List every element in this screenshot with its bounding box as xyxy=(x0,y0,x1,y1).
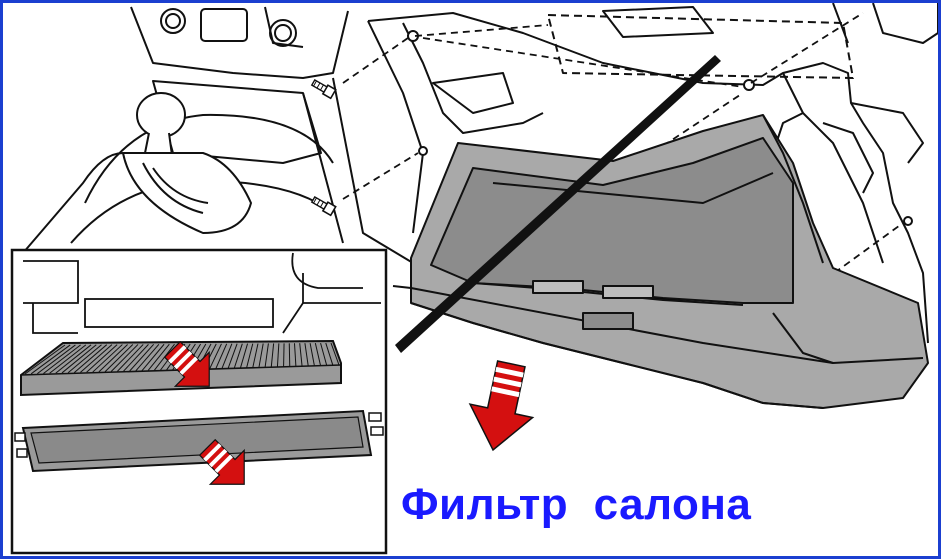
filter-pleat xyxy=(141,343,165,371)
filter-pleat xyxy=(309,343,315,366)
filter-pleat xyxy=(252,343,259,368)
filter-pleat xyxy=(215,343,228,369)
glovebox xyxy=(392,114,929,409)
filter-pleat xyxy=(233,343,243,369)
filter-pleat xyxy=(98,344,128,373)
filter-pleat xyxy=(209,343,222,369)
screws xyxy=(309,30,913,302)
filter-pleat xyxy=(240,343,249,368)
filter-pleat xyxy=(325,342,334,366)
dashboard-lineart xyxy=(22,3,938,344)
down-arrow-icon xyxy=(163,340,210,387)
filter-pleat xyxy=(129,343,155,372)
filter-pleat xyxy=(61,344,97,374)
filter-pleat xyxy=(30,344,71,375)
glovebox-removal-diagram xyxy=(10,3,938,555)
filter-pleat xyxy=(264,343,269,368)
filter-pleat xyxy=(67,344,102,374)
filter-pleat xyxy=(104,344,134,373)
filter-pleat xyxy=(43,344,81,374)
filter-pleat xyxy=(110,344,139,372)
filter-pleat xyxy=(246,343,254,368)
filter-pleat xyxy=(330,342,340,366)
filter-pleat xyxy=(80,344,113,373)
filter-pleat xyxy=(293,343,297,367)
filter-pleat xyxy=(49,344,87,374)
filter-pleat xyxy=(86,344,118,373)
filter-pleat xyxy=(147,343,170,371)
filter-pleat xyxy=(258,343,264,368)
filter-pleat xyxy=(314,343,322,366)
filter-pleat xyxy=(227,343,238,369)
filter-pleat xyxy=(55,344,92,374)
down-arrow-icon xyxy=(198,438,245,485)
filter-pleat xyxy=(37,344,76,375)
filter-pleat xyxy=(123,344,149,372)
filter-pleat xyxy=(221,343,233,369)
filter-pleat xyxy=(92,344,123,373)
filter-pleat xyxy=(24,344,66,375)
filter-pleat xyxy=(135,343,160,372)
filter-pleat xyxy=(304,343,309,366)
filter-pleat xyxy=(299,343,303,367)
filter-pleat xyxy=(73,344,108,373)
caption-title: Фильтр салона xyxy=(401,480,752,529)
down-arrow-icon xyxy=(468,360,535,452)
filter-pleat xyxy=(320,342,328,366)
filter-pleat xyxy=(116,344,144,372)
filter-pleat xyxy=(276,343,280,367)
filter-inset xyxy=(10,248,388,555)
leader-line xyxy=(395,55,721,353)
screw-icon xyxy=(309,77,337,100)
filter-pleat xyxy=(270,343,275,367)
